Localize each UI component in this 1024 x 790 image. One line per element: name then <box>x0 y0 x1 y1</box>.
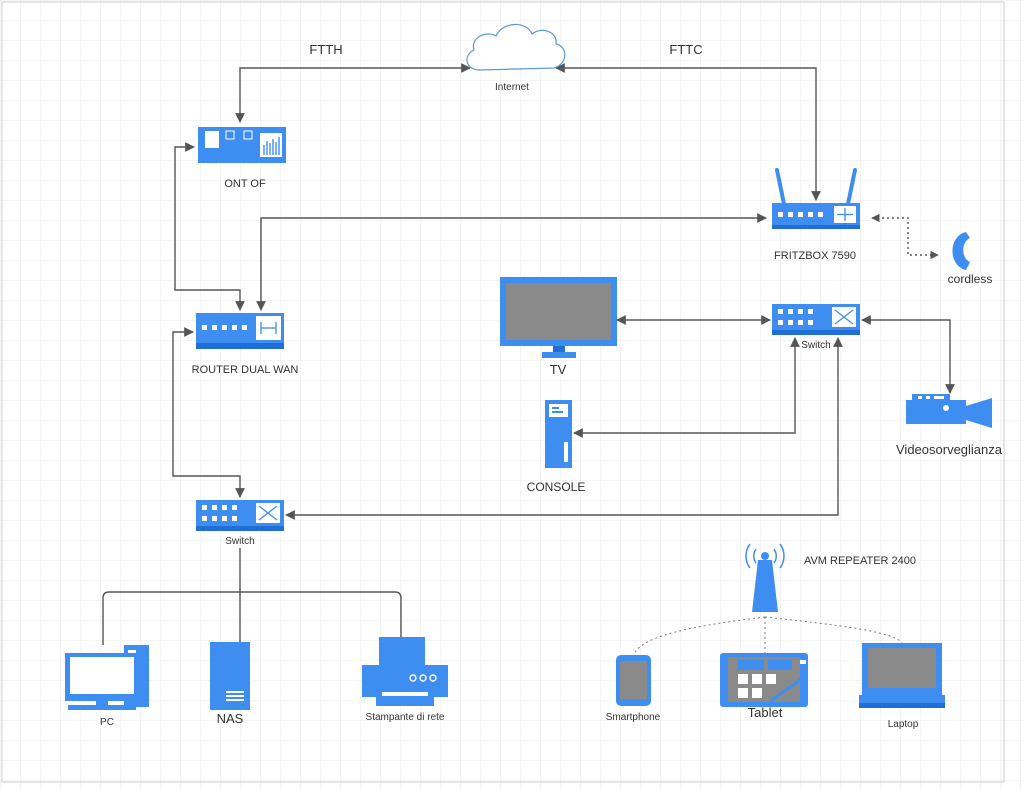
link-router-switch <box>172 327 245 498</box>
tv-icon <box>500 277 617 358</box>
internet-cloud-icon <box>466 23 566 71</box>
cordless-label: cordless <box>948 272 993 286</box>
repeater-antenna-icon <box>745 543 785 612</box>
ftth-label: FTTH <box>309 42 342 57</box>
pc-label: PC <box>100 717 114 728</box>
tv-label: TV <box>550 362 567 377</box>
link-switch-lan <box>102 548 402 645</box>
wireless-links <box>633 616 903 656</box>
switch-bottom-label: Switch <box>225 536 254 547</box>
nas-icon <box>210 642 250 710</box>
repeater-label: AVM REPEATER 2400 <box>804 555 916 567</box>
fritzbox-router-icon <box>772 168 860 229</box>
smartphone-icon <box>616 655 651 706</box>
printer-label: Stampante di rete <box>366 712 445 723</box>
link-fritzbox-router <box>256 213 767 311</box>
nas-label: NAS <box>217 711 244 726</box>
tablet-label: Tablet <box>748 705 783 720</box>
link-switch-switch <box>285 337 843 520</box>
cordless-phone-icon <box>952 232 970 270</box>
console-label: CONSOLE <box>527 480 586 494</box>
smartphone-label: Smartphone <box>606 712 661 723</box>
connections <box>102 63 955 645</box>
laptop-icon <box>859 643 945 708</box>
pc-icon <box>65 645 149 710</box>
ont-label: ONT OF <box>224 178 266 190</box>
video-label: Videosorveglianza <box>896 442 1003 457</box>
tablet-icon <box>720 653 808 707</box>
laptop-label: Laptop <box>888 719 919 730</box>
fttc-label: FTTC <box>669 42 702 57</box>
wifi-link-smartphone <box>633 616 766 656</box>
router-label: ROUTER DUAL WAN <box>192 364 299 376</box>
switch-bottom-icon <box>196 500 284 531</box>
link-internet-fritzbox <box>555 63 821 201</box>
internet-label: Internet <box>495 82 529 93</box>
printer-icon <box>362 637 448 706</box>
router-dual-wan-icon <box>196 313 284 349</box>
fritzbox-label: FRITZBOX 7590 <box>774 250 856 262</box>
switch-top-label: Switch <box>801 340 830 351</box>
video-camera-icon <box>906 394 992 428</box>
console-icon <box>545 400 572 468</box>
wifi-link-laptop <box>764 616 903 644</box>
link-ont-router <box>174 142 245 311</box>
link-internet-ont <box>235 63 471 123</box>
canvas-border <box>1 1 1005 783</box>
link-switch-video <box>861 315 955 394</box>
switch-top-icon <box>772 304 860 335</box>
ont-device-icon <box>198 127 286 163</box>
